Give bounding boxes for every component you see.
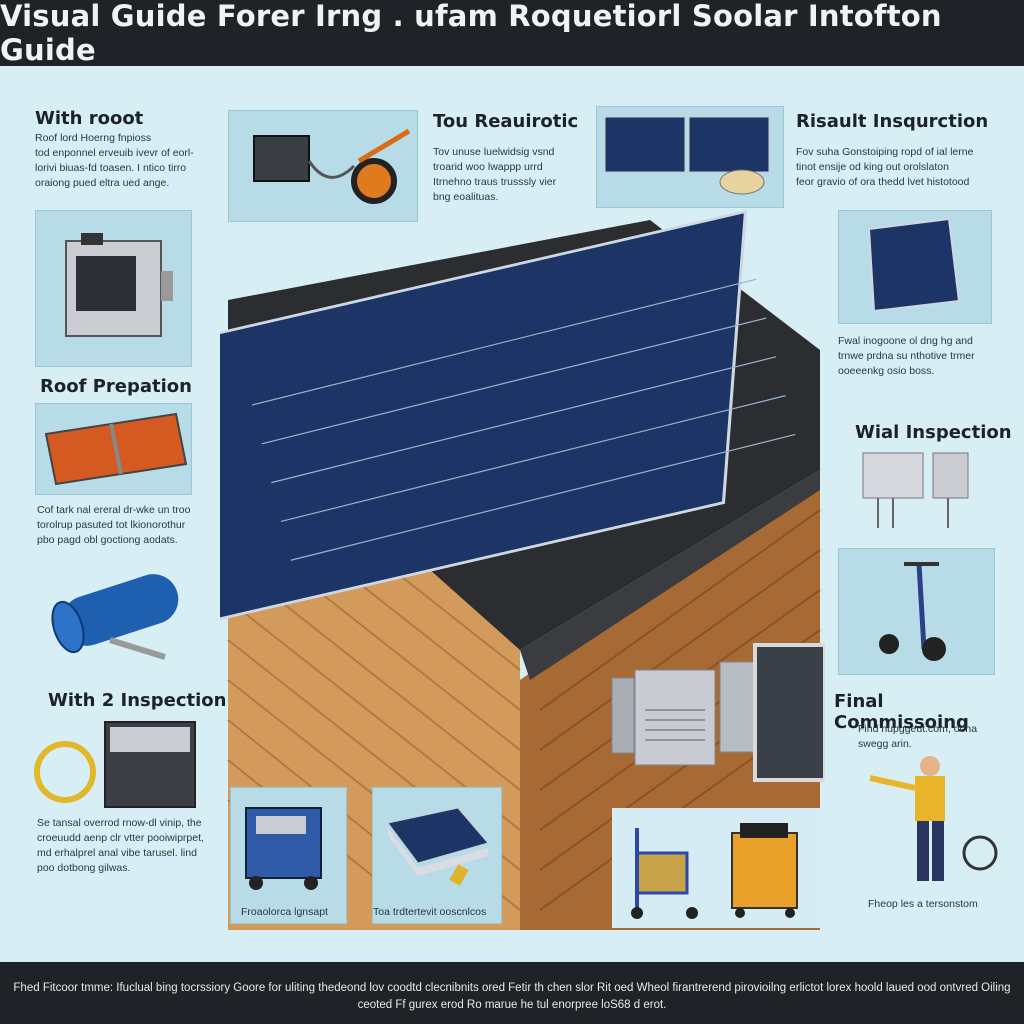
text-line: Se tansal overrod rnow-dl vinip, the	[37, 817, 202, 829]
header-bar: Visual Guide Forer Irng . ufam Roquetior…	[0, 0, 1024, 67]
text-line: poo dotbong gilwas.	[37, 862, 131, 874]
section-text-roof-prepation: Cof tark nal ereral dr-wke un troo torol…	[37, 503, 222, 548]
footer-line-1: Fhed Fitcoor tmme: Ifuclual bing tocrssi…	[13, 982, 1011, 994]
text-line: Fwal inogoone ol dng hg and	[838, 335, 973, 347]
text-line: lorivi biuas-fd toasen. I ntico tirro	[35, 162, 187, 174]
text-line: Tov unuse luelwidsig vsnd	[433, 146, 555, 158]
section-text-tou-requirotic: Tov unuse luelwidsig vsnd troarid woo lw…	[433, 145, 593, 205]
section-text-with-root: Roof lord Hoerng fnpioss tod enponnel er…	[35, 131, 220, 191]
blue-generator-panel: Froaolorca lgnsapt	[230, 787, 347, 924]
blue-generator-icon	[245, 807, 322, 890]
footer-bar: Fhed Fitcoor tmme: Ifuclual bing tocrssi…	[0, 962, 1024, 1024]
text-line: Roof lord Hoerng fnpioss	[35, 132, 152, 144]
text-line: feor gravio of ora thedd lvet histotood	[796, 176, 970, 188]
section-heading-final-commissoing: Final Commissoing	[834, 691, 969, 733]
text-line: swegg arin.	[858, 738, 912, 750]
section-text-right-panel: Fwal inogoone ol dng hg and trnwe prdna …	[838, 334, 1008, 379]
electrical-meter-icon	[862, 452, 969, 528]
page-title: Visual Guide Forer Irng . ufam Roquetior…	[0, 0, 942, 67]
worker-icon	[869, 756, 998, 881]
panel-stack-panel: Toa trdtertevit ooscnlcos	[372, 787, 502, 924]
cart-panel	[612, 808, 822, 928]
caption-generator: Froaolorca lgnsapt	[241, 906, 328, 918]
caption-final-commissoing: Fheop les a tersonstom	[868, 898, 978, 910]
section-text-risault-insqurction: Fov suha Gonstoiping ropd of ial lerne t…	[796, 145, 996, 190]
text-line: bng eoalituas.	[433, 191, 499, 203]
hand-truck-panel	[838, 548, 995, 675]
orange-box-icon	[731, 823, 798, 918]
caption-panels: Toa trdtertevit ooscnlcos	[373, 906, 487, 918]
text-line: trnwe prdna su nthotive trmer	[838, 350, 975, 362]
panel-stack-icon	[387, 807, 489, 886]
text-line: torolrup pasuted tot lkionorothur	[37, 519, 186, 531]
text-line: tinot ensije od king out orolslaton	[796, 161, 949, 173]
text-line: Itrnehno traus trusssly vier	[433, 176, 557, 188]
section-heading-with-root: With rooot	[35, 108, 144, 129]
pipe-roll-icon	[51, 574, 179, 660]
text-line: croeuudd aenp clr vtter pooiwiprpet,	[37, 832, 204, 844]
text-line: md erhalprel anal vibe tarusel. lind	[37, 847, 197, 859]
solar-array	[220, 210, 748, 631]
solar-panels-panel	[596, 106, 784, 208]
wheel-tool-panel	[228, 110, 418, 222]
roof-plate-panel	[35, 403, 192, 495]
text-line: oraiong pued eltra ued ange.	[35, 177, 170, 189]
section-heading-wial-inspection: Wial Inspection	[855, 422, 1012, 443]
solar-panels-icon	[604, 116, 770, 195]
battery-generator-icon	[34, 721, 196, 808]
cart-icon	[631, 828, 698, 919]
text-line: Cof tark nal ereral dr-wke un troo	[37, 504, 191, 516]
text-line: tod enponnel erveuib ivevr of eorl-	[35, 147, 194, 159]
meter-box-panel	[35, 210, 192, 367]
text-line: ooeeenkg osio boss.	[838, 365, 935, 377]
section-heading-risault-insqurction: Risault Insqurction	[796, 111, 989, 132]
roof-plate-icon	[44, 412, 188, 486]
hand-truck-icon	[879, 562, 946, 661]
meter-box-icon	[65, 233, 173, 337]
wheel-tool-icon	[253, 128, 411, 204]
text-line: pbo pagd obl goctiong aodats.	[37, 534, 178, 546]
text-line: troarid woo lwappp urrd	[433, 161, 543, 173]
section-heading-roof-prepation: Roof Prepation	[40, 376, 192, 397]
footer-line-2: ceoted Ff gurex erod Ro marue he tul eno…	[357, 999, 667, 1011]
section-heading-with2-inspection: With 2 Inspection	[48, 690, 227, 711]
solar-single-panel-icon	[867, 217, 961, 313]
section-text-final-commissoing: Find hupggeut.com, ooha swegg arin.	[858, 722, 1008, 752]
section-text-with2-inspection: Se tansal overrod rnow-dl vinip, the cro…	[37, 816, 222, 876]
text-line: Fov suha Gonstoiping ropd of ial lerne	[796, 146, 974, 158]
section-heading-tou-requirotic: Tou Reauirotic	[433, 111, 579, 132]
single-panel-frame	[838, 210, 992, 324]
text-line: Find hupggeut.com, ooha	[858, 723, 978, 735]
